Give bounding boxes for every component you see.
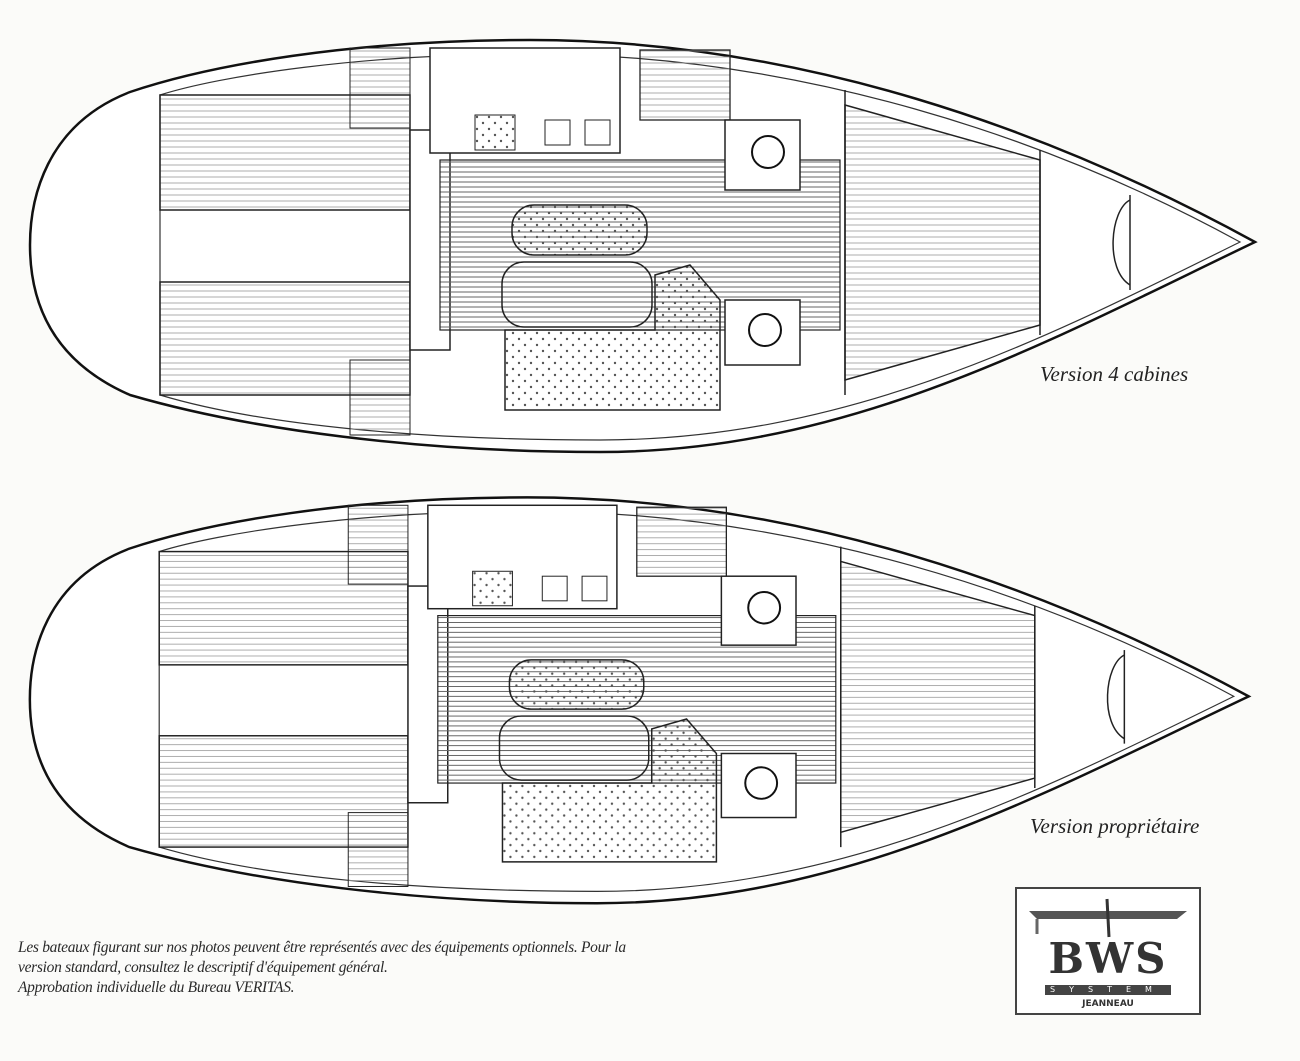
nav-station [636,506,727,577]
hanging-locker [347,812,409,887]
toilet-icon [747,590,782,625]
hull-inner-line [158,510,1236,892]
caption: Les bateaux figurant sur nos photos peuv… [18,938,918,998]
toilet-icon [748,313,782,347]
toilet-icon [751,135,785,169]
chain-locker [1106,654,1125,740]
saloon-table [508,659,645,710]
bws-logo: BWS SYSTEM JEANNEAU [1015,887,1201,1015]
sink-1 [544,119,571,146]
boat-logo-icon [1029,898,1187,938]
caption-line: Les bateaux figurant sur nos photos peuv… [18,939,626,956]
hanging-locker [349,47,411,129]
hull-plan-4-cabines [28,38,1258,454]
logo-sub: SYSTEM [1045,985,1171,995]
plan-label-4-cabines: Version 4 cabines [1040,362,1189,386]
stove [474,114,516,151]
caption-line: Approbation individuelle du Bureau VERIT… [18,979,295,996]
toilet-icon [744,766,779,800]
stove [472,570,513,607]
saloon-settee [504,264,721,411]
chain-locker [1112,199,1131,286]
sink-2 [581,575,608,602]
saloon-seat [498,715,650,781]
saloon-settee [501,718,718,863]
hull-plan-proprietaire [28,496,1252,905]
caption-line: version standard, consultez le descripti… [18,959,388,976]
sink-1 [541,575,568,602]
logo-yard: JEANNEAU [1082,999,1134,1009]
aft-berth-port [158,550,409,666]
plan-label-proprietaire: Version propriétaire [1030,814,1200,838]
logo-main: BWS [1048,934,1168,983]
deck-plans [28,38,1258,905]
saloon-seat [501,261,653,328]
hanging-locker [347,504,409,585]
hanging-locker [349,359,411,436]
sink-2 [584,119,611,146]
saloon-table [511,204,648,256]
nav-station [639,49,731,121]
